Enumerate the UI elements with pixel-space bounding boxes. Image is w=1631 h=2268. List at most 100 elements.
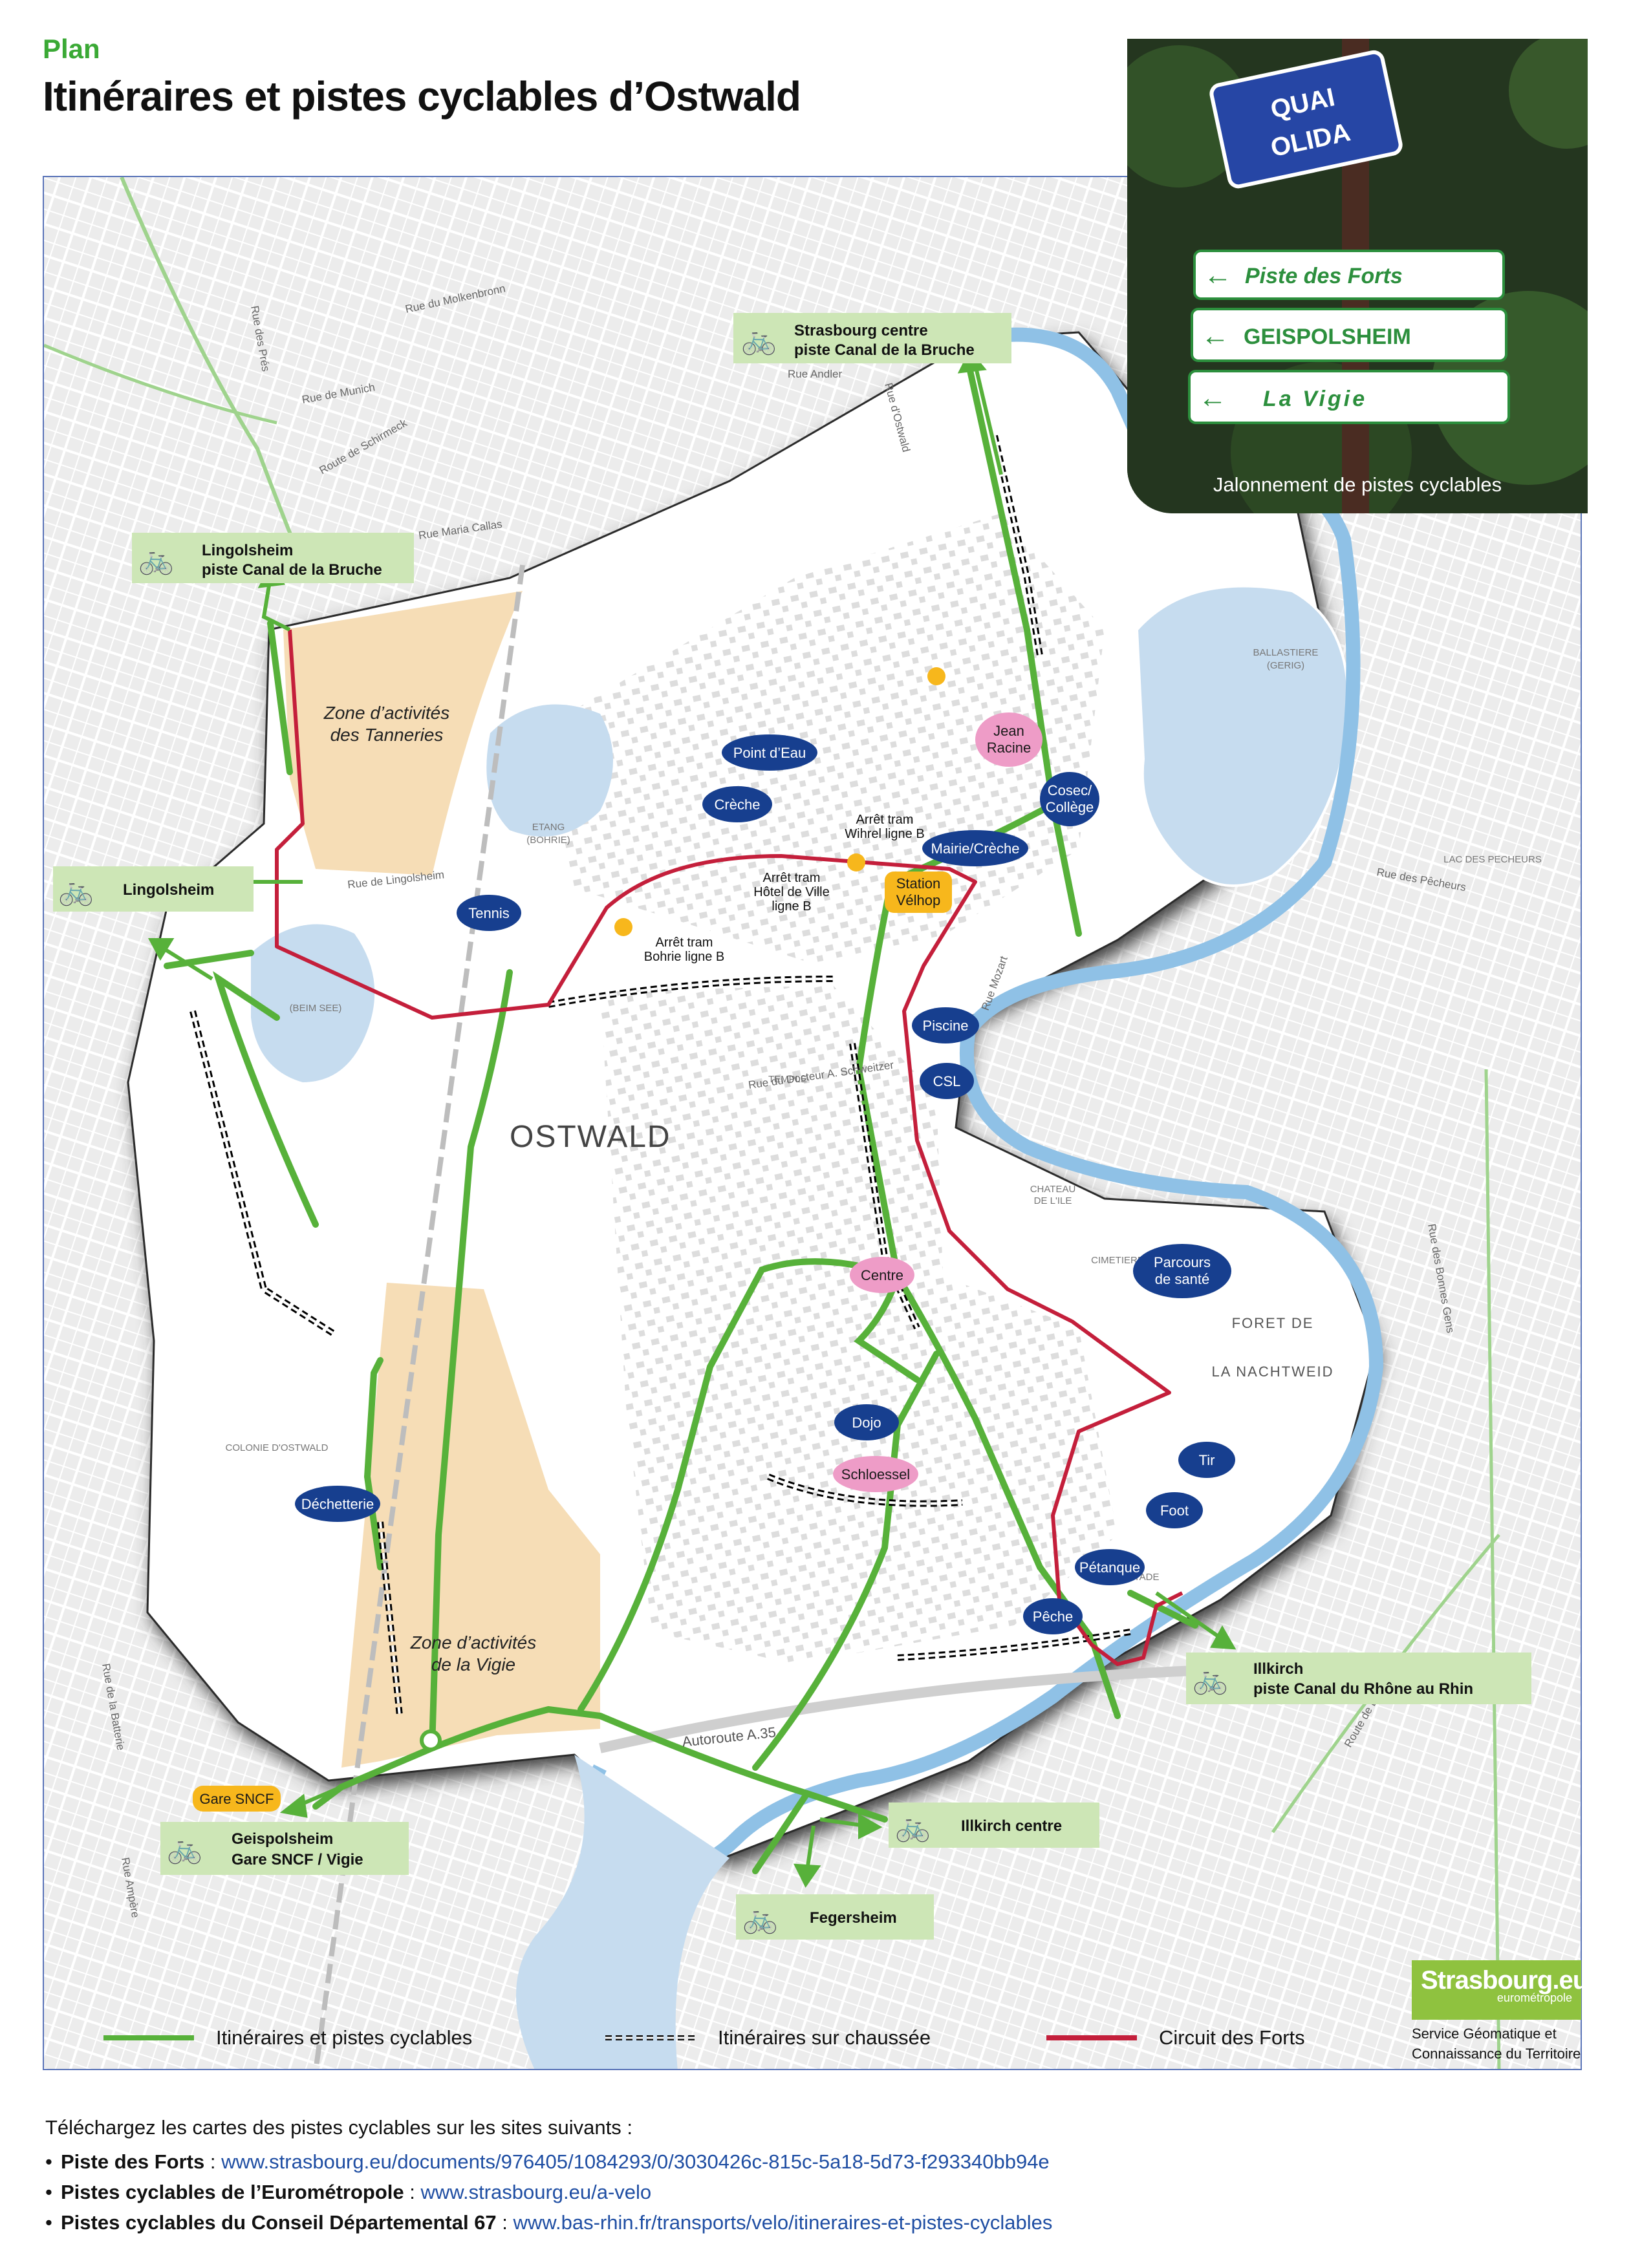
destination-lingolsheim[interactable]: 🚲 Lingolsheim: [53, 866, 254, 912]
poi-piscine[interactable]: Piscine: [912, 1007, 979, 1043]
download-item: •Piste des Forts : www.strasbourg.eu/doc…: [45, 2150, 1050, 2173]
zone-tanneries-line2: des Tanneries: [330, 725, 444, 745]
zone-labels: Zone d’activités des Tanneries Zone d’ac…: [323, 703, 537, 1674]
sign-label: Piste des Forts: [1245, 264, 1403, 288]
signage-illustration: QUAI OLIDA ← Piste des Forts ← GEISPOLSH…: [1127, 39, 1588, 513]
blue-pois: Point d’Eau Crèche Cosec/Collège Mairie/…: [295, 734, 1235, 1634]
place-label: TEMPLE: [768, 1074, 807, 1085]
road-routes: [189, 434, 1131, 1717]
bike-icon: 🚲: [167, 1833, 202, 1865]
poi-point-deau[interactable]: Point d’Eau: [722, 734, 817, 771]
poi-foot[interactable]: Foot: [1146, 1492, 1203, 1528]
service-line2: Connaissance du Territoire: [1412, 2046, 1581, 2062]
zone-tanneries-line1: Zone d’activités: [323, 703, 450, 723]
bike-icon: 🚲: [741, 324, 777, 356]
download-label: Piste des Forts: [61, 2150, 205, 2173]
bike-icon: 🚲: [742, 1903, 778, 1934]
destination-fegersheim[interactable]: 🚲 Fegersheim: [736, 1894, 934, 1940]
tram-label: Arrêt tram: [656, 936, 713, 950]
poi-petanque[interactable]: Pétanque: [1075, 1549, 1145, 1585]
svg-text:Tir: Tir: [1199, 1452, 1215, 1468]
place-label: (BOHRIE): [526, 835, 570, 846]
poi-schloessel[interactable]: Schloessel: [833, 1456, 918, 1492]
tram-label: ligne B: [772, 899, 811, 914]
svg-text:de santé: de santé: [1155, 1271, 1209, 1287]
svg-text:Station: Station: [896, 875, 941, 892]
kicker-label: Plan: [43, 34, 100, 64]
svg-text:piste Canal du Rhône au Rhin: piste Canal du Rhône au Rhin: [1253, 1680, 1473, 1698]
download-link[interactable]: www.strasbourg.eu/a-velo: [420, 2181, 652, 2203]
poi-centre[interactable]: Centre: [850, 1257, 914, 1293]
poi-dechetterie[interactable]: Déchetterie: [295, 1486, 380, 1522]
destination-illkirch-centre[interactable]: 🚲 Illkirch centre: [889, 1803, 1099, 1848]
svg-text:Jean: Jean: [993, 723, 1024, 739]
legend-green-label: Itinéraires et pistes cyclables: [216, 2026, 473, 2049]
svg-text:Centre: Centre: [861, 1267, 903, 1283]
bike-icon: 🚲: [138, 544, 174, 575]
destination-geispolsheim[interactable]: 🚲 Geispolsheim Gare SNCF / Vigie: [160, 1822, 409, 1875]
svg-text:Piscine: Piscine: [923, 1018, 969, 1034]
bohrie-lake: [486, 704, 613, 837]
svg-text:Collège: Collège: [1046, 799, 1094, 815]
brand-name: Strasbourg.eu: [1421, 1966, 1588, 1995]
download-label: Pistes cyclables de l’Eurométropole: [61, 2181, 404, 2203]
svg-text:Dojo: Dojo: [852, 1415, 881, 1431]
poi-cosec-college[interactable]: Cosec/Collège: [1040, 772, 1099, 826]
zone-vigie-line1: Zone d’activités: [410, 1632, 537, 1653]
place-label: FORET DE: [1232, 1315, 1314, 1331]
poi-csl[interactable]: CSL: [920, 1063, 974, 1099]
bike-icon: 🚲: [1193, 1664, 1228, 1695]
map-canvas[interactable]: OSTWALD Zone d’activités des Tanneries Z…: [44, 177, 1582, 2070]
river-ill: [585, 327, 1384, 1875]
svg-text:piste Canal de la Bruche: piste Canal de la Bruche: [794, 341, 975, 359]
svg-text:Racine: Racine: [987, 740, 1031, 756]
svg-text:Schloessel: Schloessel: [841, 1466, 910, 1482]
svg-text:Gare SNCF / Vigie: Gare SNCF / Vigie: [232, 1851, 363, 1868]
legend-green: Itinéraires et pistes cyclables: [103, 2018, 472, 2057]
sign-label: La Vigie: [1263, 387, 1367, 411]
svg-text:Gare SNCF: Gare SNCF: [200, 1791, 274, 1807]
urban-blocks-center: [600, 985, 1118, 1664]
poi-mairie-creche[interactable]: Mairie/Crèche: [922, 830, 1028, 866]
destination-illkirch-canal[interactable]: 🚲 Illkirch piste Canal du Rhône au Rhin: [1186, 1653, 1531, 1704]
legend-road: Itinéraires sur chaussée: [605, 2018, 931, 2057]
svg-text:Vélhop: Vélhop: [896, 892, 941, 908]
download-link[interactable]: www.bas-rhin.fr/transports/velo/itinerai…: [513, 2211, 1053, 2234]
poi-dojo[interactable]: Dojo: [834, 1404, 899, 1440]
svg-text:Pêche: Pêche: [1033, 1609, 1073, 1625]
service-line1: Service Géomatique et: [1412, 2026, 1557, 2042]
destination-lingolsheim-bruche[interactable]: 🚲 Lingolsheim piste Canal de la Bruche: [132, 533, 414, 583]
svg-text:Strasbourg centre: Strasbourg centre: [794, 322, 928, 339]
place-label: CHATEAU: [1030, 1184, 1076, 1195]
destination-strasbourg-centre[interactable]: 🚲 Strasbourg centre piste Canal de la Br…: [733, 313, 1011, 363]
zone-vigie-line2: de la Vigie: [431, 1654, 515, 1674]
bike-icon: 🚲: [58, 875, 94, 906]
outer-green-road-nw: [120, 177, 305, 566]
roundabout-marker-south: [420, 1729, 442, 1751]
poi-peche[interactable]: Pêche: [1023, 1598, 1083, 1634]
poi-tennis[interactable]: Tennis: [457, 895, 521, 931]
poi-tir[interactable]: Tir: [1178, 1442, 1235, 1478]
legend-road-label: Itinéraires sur chaussée: [718, 2026, 931, 2049]
tram-label: Arrêt tram: [763, 871, 821, 885]
zone-tanneries: [283, 591, 523, 875]
direction-signs: ← Piste des Forts ← GEISPOLSHEIM ← La Vi…: [1188, 250, 1510, 424]
download-item: •Pistes cyclables du Conseil Département…: [45, 2211, 1053, 2234]
poi-creche[interactable]: Crèche: [702, 786, 772, 822]
poi-gare-sncf[interactable]: Gare SNCF: [193, 1786, 281, 1812]
download-link[interactable]: www.strasbourg.eu/documents/976405/10842…: [221, 2150, 1050, 2173]
svg-text:Point d’Eau: Point d’Eau: [733, 745, 806, 761]
destinations: 🚲 Strasbourg centre piste Canal de la Br…: [53, 313, 1531, 1940]
svg-text:Illkirch centre: Illkirch centre: [961, 1817, 1062, 1835]
beim-see-lake: [251, 924, 375, 1082]
south-river: [516, 1755, 729, 2069]
map-frame[interactable]: OSTWALD Zone d’activités des Tanneries Z…: [43, 176, 1582, 2070]
legend-red-label: Circuit des Forts: [1159, 2026, 1305, 2049]
arrow-left-icon: ←: [1201, 320, 1229, 352]
outer-green-road-w: [44, 343, 277, 425]
svg-text:Cosec/: Cosec/: [1048, 782, 1092, 798]
